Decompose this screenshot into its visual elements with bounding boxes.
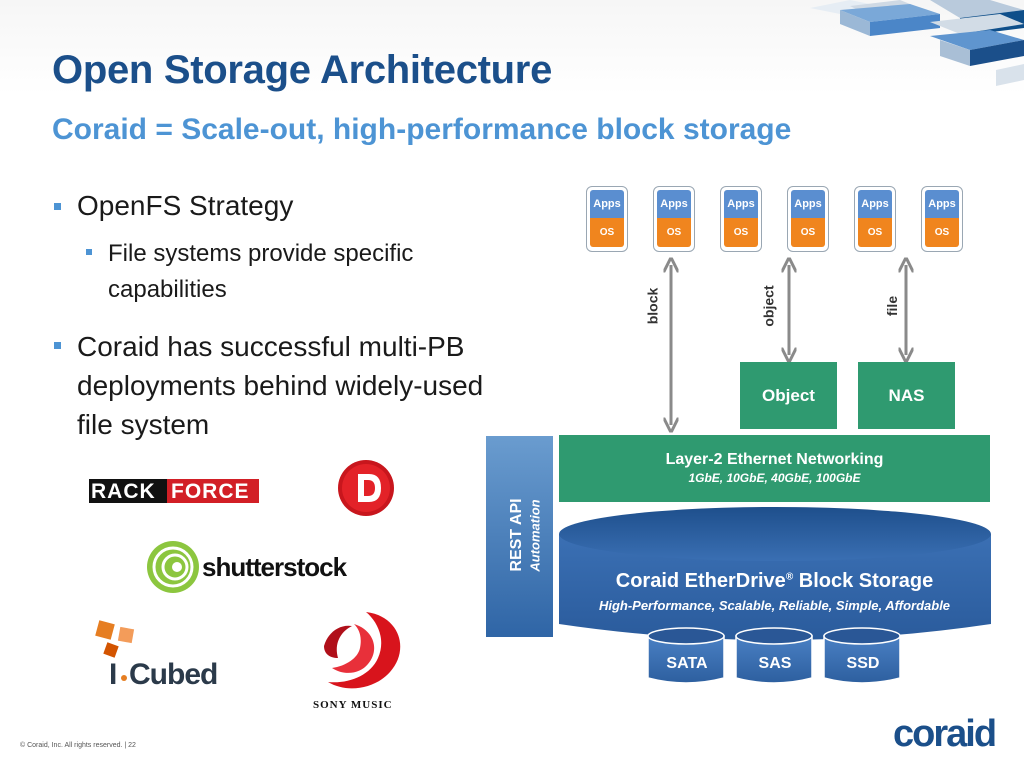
rest-api-box [486,436,553,637]
icubed-cubes-icon [95,620,135,658]
app-stack-3: Apps OS [720,186,762,252]
sata-cylinder [647,627,725,684]
app-stack-4: Apps OS [787,186,829,252]
icubed-dot [121,675,127,681]
network-speeds: 1GbE, 10GbE, 40GbE, 100GbE [688,471,861,485]
os-label: OS [590,218,624,247]
os-label: OS [925,218,959,247]
file-label: file [884,295,901,317]
bullet-deployments: Coraid has successful multi-PB deploymen… [77,331,484,440]
block-label: block [644,287,661,325]
apps-label: Apps [724,190,758,218]
storage-cylinder [559,507,991,640]
bullet-marker [54,203,61,210]
sony-music-swirl-icon [324,612,401,689]
protocol-arrows [640,255,940,435]
sas-cylinder [735,627,813,684]
rest-api-label: REST API [508,498,525,572]
ssd-cylinder [823,627,901,684]
apps-label: Apps [657,190,691,218]
icubed-i-text: I [109,658,118,691]
apps-label: Apps [858,190,892,218]
object-label: object [760,285,777,327]
app-stack-6: Apps OS [921,186,963,252]
apps-label: Apps [791,190,825,218]
storage-title: Coraid EtherDrive® Block Storage [559,570,990,593]
apps-label: Apps [925,190,959,218]
icubed-cubed-text: Cubed [129,658,218,691]
rackforce-logo: RACK FORCE [89,479,259,503]
ssd-label: SSD [846,655,880,672]
slide-subtitle: Coraid = Scale-out, high-performance blo… [52,113,792,146]
rackforce-rack-text: RACK [91,480,156,503]
rackforce-force-text: FORCE [171,480,250,503]
bullet-openfs: OpenFS Strategy [77,190,294,221]
network-band: Layer-2 Ethernet Networking 1GbE, 10GbE,… [559,435,990,502]
automation-label: Automation [527,499,543,572]
registered-mark: ® [785,571,794,583]
rest-api-label-group: REST API Automation [486,436,553,637]
apps-label: Apps [590,190,624,218]
shutterstock-logo: shutterstock [146,540,356,594]
storage-title-main: Coraid EtherDrive [615,570,786,592]
slide-title: Open Storage Architecture [52,48,553,92]
os-label: OS [791,218,825,247]
shutterstock-swirl-icon [147,541,199,593]
icubed-logo: I Cubed [95,618,225,691]
storage-subtitle: High-Performance, Scalable, Reliable, Si… [598,598,951,613]
app-stack-5: Apps OS [854,186,896,252]
object-box: Object [740,362,837,429]
decorative-blocks-graphic [810,0,1024,86]
os-label: OS [858,218,892,247]
bullet-marker [54,342,61,349]
coraid-logo: coraid [893,713,997,755]
nas-box: NAS [858,362,955,429]
storage-title-end: Block Storage [793,570,934,592]
sony-music-text: SONY MUSIC [313,699,393,711]
app-stack-1: Apps OS [586,186,628,252]
media-cylinders [647,627,901,684]
os-label: OS [724,218,758,247]
footer-copyright: © Coraid, Inc. All rights reserved. | 22 [20,742,136,749]
sub-bullet-marker [86,249,92,255]
network-title: Layer-2 Ethernet Networking [665,451,884,468]
app-stack-2: Apps OS [653,186,695,252]
red-d-logo-icon [338,460,394,516]
os-label: OS [657,218,691,247]
shutterstock-text: shutterstock [202,552,347,582]
sas-label: SAS [758,655,792,672]
sata-label: SATA [666,655,708,672]
sub-bullet-filesystems: File systems provide specific capabiliti… [108,240,414,303]
